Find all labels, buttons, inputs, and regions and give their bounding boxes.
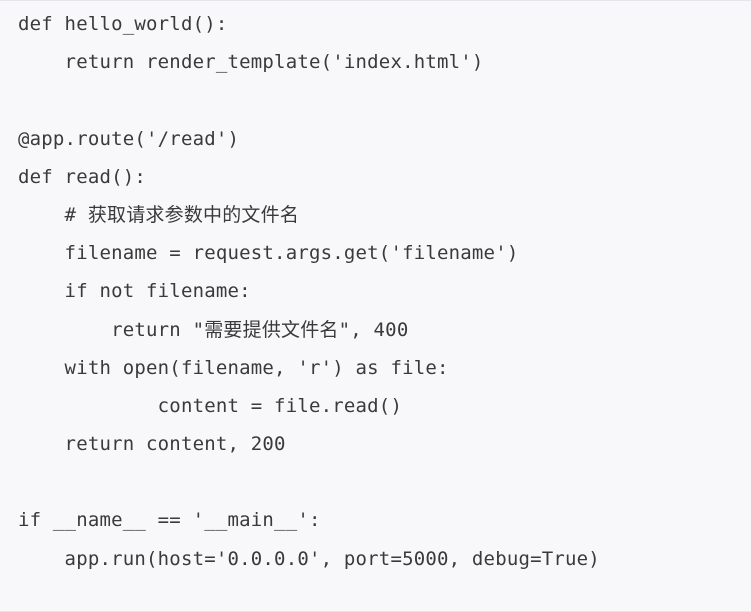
- code-line: def hello_world():: [18, 13, 228, 35]
- code-lines: def hello_world(): return render_templat…: [18, 5, 600, 578]
- code-line: app.run(host='0.0.0.0', port=5000, debug…: [18, 547, 600, 570]
- code-line: with open(filename, 'r') as file:: [18, 356, 449, 379]
- code-line: if __name__ == '__main__':: [18, 509, 321, 532]
- code-line: return render_template('index.html'): [18, 51, 484, 74]
- code-line: filename = request.args.get('filename'): [18, 242, 519, 265]
- code-line: def read():: [18, 165, 147, 188]
- code-line: [18, 463, 600, 501]
- code-line: content = file.read(): [18, 394, 403, 417]
- code-line: return "需要提供文件名", 400: [18, 318, 409, 341]
- code-line: if not filename:: [18, 280, 251, 303]
- code-line: [18, 81, 600, 119]
- code-line: return content, 200: [18, 433, 286, 456]
- code-line: @app.route('/read'): [18, 127, 240, 150]
- code-line: # 获取请求参数中的文件名: [18, 203, 300, 226]
